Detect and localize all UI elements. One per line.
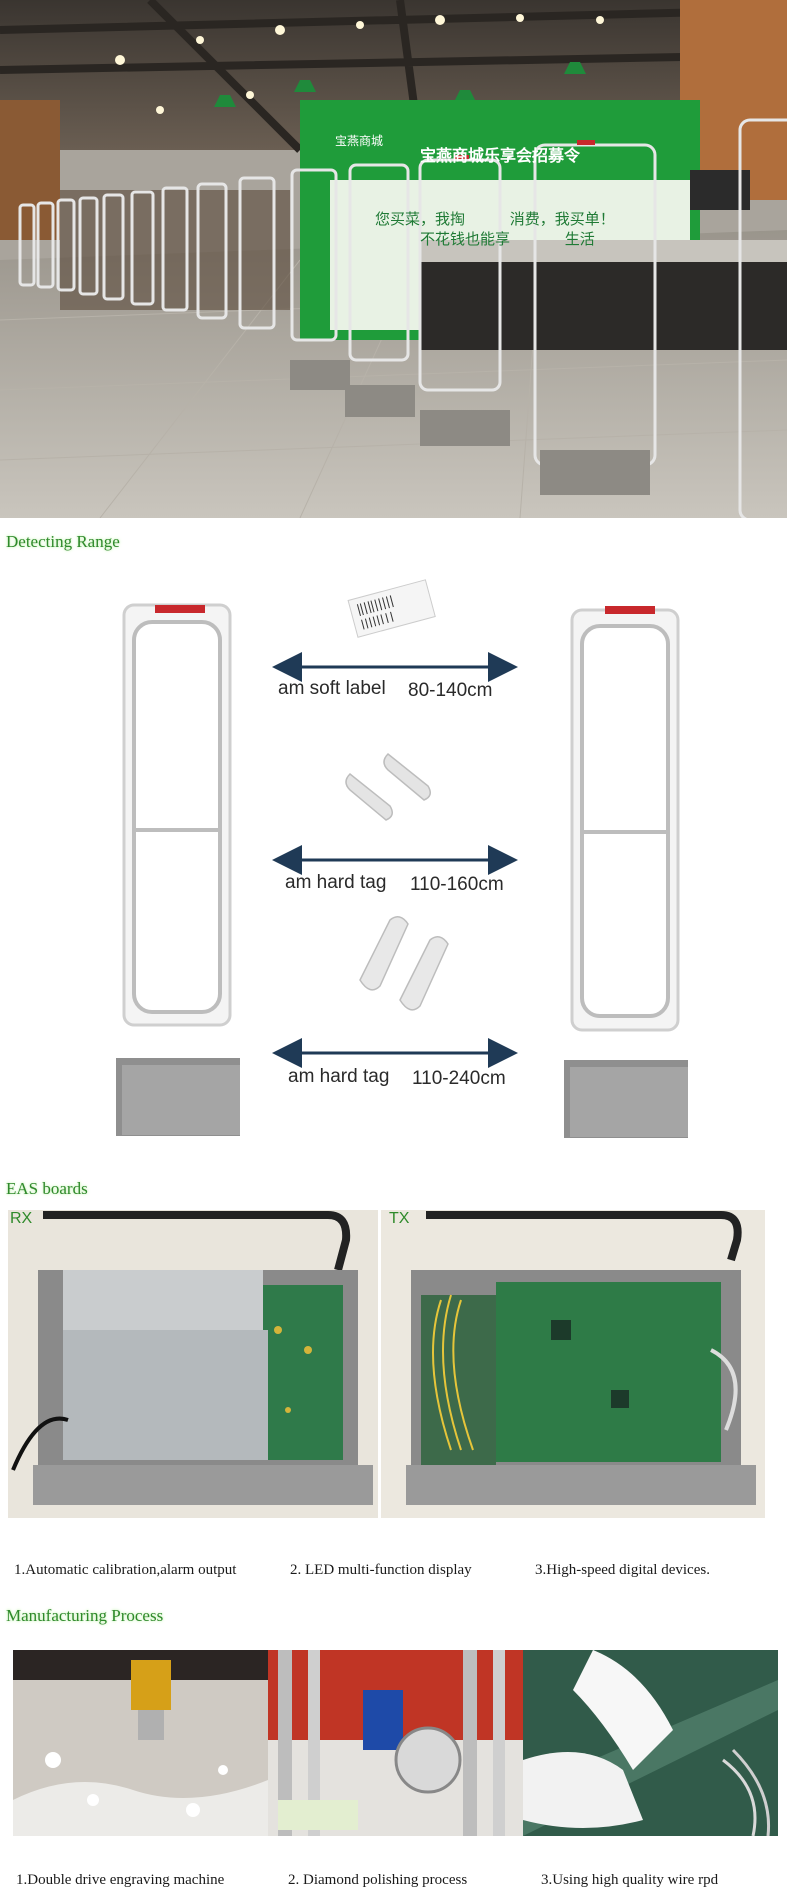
store-slogan-2: 不花钱也能享 生活 [420,228,595,249]
tx-label: TX [389,1210,410,1227]
range-3-distance: 110-240cm [412,1068,506,1089]
store-scene [0,0,787,518]
left-antenna-gate [116,603,240,1136]
manufacturing-title: Manufacturing Process [6,1606,164,1625]
engraving-photo [13,1650,268,1836]
wire-photo [523,1650,778,1836]
slogan-2a: 不花钱也能享 [420,230,511,248]
board-feature-2: 2. LED multi-function display [290,1562,472,1578]
store-banner-title: 宝燕商城乐享会招募令 [420,146,581,165]
rx-label: RX [10,1210,33,1227]
board-feature-3: 3.High-speed digital devices. [535,1562,710,1578]
range-3-tag: am hard tag [288,1066,390,1087]
process-step-3: 3.Using high quality wire rpd [541,1872,719,1888]
right-antenna-gate [564,606,688,1138]
detecting-range-diagram: am soft label 80-140cm am hard tag 110-1… [0,560,787,1160]
store-slogan-1: 您买菜，我掏 消费，我买单！ [375,208,615,229]
detecting-range-title: Detecting Range [6,532,120,551]
polishing-photo [268,1650,523,1836]
store-photo: 宝燕商城乐享会招募令 宝燕商城 您买菜，我掏 消费，我买单！ 不花钱也能享 生活 [0,0,787,518]
hard-tag-icon [359,916,449,1011]
range-1-distance: 80-140cm [408,680,493,701]
pencil-tag-icon [345,752,431,821]
slogan-1a: 您买菜，我掏 [375,210,466,228]
range-graphic [116,579,688,1138]
board-feature-1: 1.Automatic calibration,alarm output [14,1562,237,1578]
eas-boards-title: EAS boards [6,1179,88,1198]
slogan-2b: 生活 [564,230,595,248]
range-1-tag: am soft label [278,678,386,699]
rx-board-photo: RX [8,1210,378,1518]
process-step-2: 2. Diamond polishing process [288,1872,468,1888]
range-2-distance: 110-160cm [410,874,504,895]
process-step-1: 1.Double drive engraving machine [16,1872,225,1888]
range-2-tag: am hard tag [285,872,387,893]
store-logo-text: 宝燕商城 [335,134,384,148]
soft-label-icon [347,579,436,638]
tx-board-photo: TX [381,1210,765,1518]
slogan-1b: 消费，我买单！ [509,210,615,228]
